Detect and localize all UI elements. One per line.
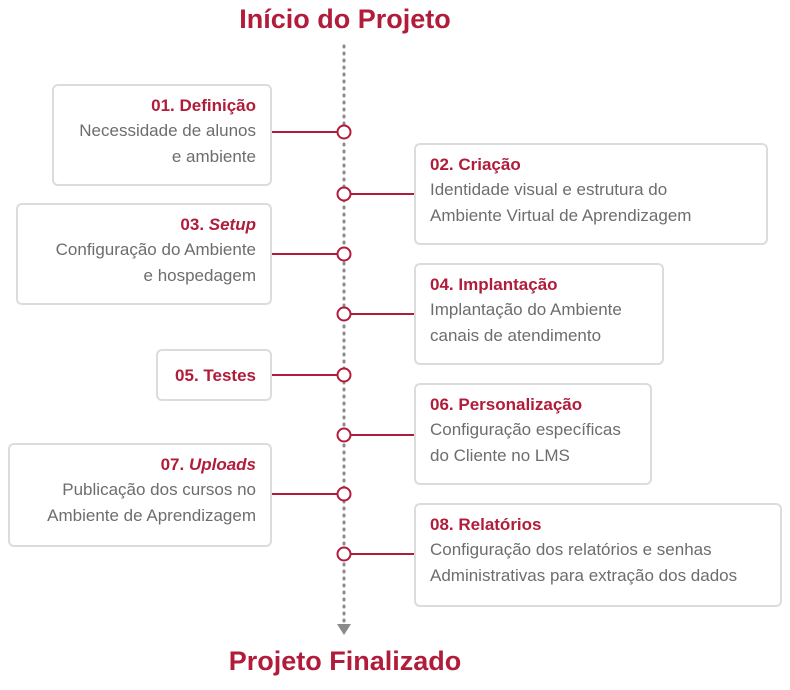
step-node — [336, 546, 352, 562]
step-label: Relatórios — [458, 515, 542, 534]
step-heading: 07. Uploads — [24, 453, 256, 477]
step-description: Necessidade de alunos — [79, 121, 256, 140]
step-description: Configuração específicas — [430, 420, 621, 439]
step-description: e hospedagem — [143, 266, 256, 285]
step-card: 05. Testes — [156, 349, 272, 401]
step-heading: 03. Setup — [32, 213, 256, 237]
step-description: e ambiente — [171, 147, 256, 166]
step-heading: 02. Criação — [430, 153, 752, 177]
step-node — [336, 367, 352, 383]
step-number: 01. — [151, 96, 180, 115]
step-number: 08. — [430, 515, 459, 534]
step-label: Definição — [179, 96, 256, 115]
step-description: Identidade visual e estrutura do — [430, 180, 668, 199]
step-description: canais de atendimento — [430, 326, 602, 345]
step-label: Personalização — [458, 395, 583, 414]
step-number: 04. — [430, 275, 459, 294]
step-number: 05. — [175, 366, 204, 385]
step-node — [336, 186, 352, 202]
start-title: Início do Projeto — [239, 4, 451, 34]
step-description: do Cliente no LMS — [430, 446, 570, 465]
step-node — [336, 427, 352, 443]
step-node — [336, 124, 352, 140]
step-heading: 04. Implantação — [430, 273, 648, 297]
timeline-arrow-icon — [337, 624, 351, 635]
step-description: Ambiente Virtual de Aprendizagem — [430, 206, 692, 225]
step-number: 06. — [430, 395, 459, 414]
step-label: Uploads — [188, 455, 256, 474]
step-label: Testes — [203, 366, 256, 385]
step-description: Administrativas para extração dos dados — [430, 566, 738, 585]
step-number: 02. — [430, 155, 459, 174]
step-heading: 05. Testes — [172, 364, 256, 388]
step-label: Setup — [208, 215, 256, 234]
step-heading: 01. Definição — [68, 94, 256, 118]
step-heading: 08. Relatórios — [430, 513, 766, 537]
step-description: Publicação dos cursos no — [62, 480, 256, 499]
step-description: Configuração dos relatórios e senhas — [430, 540, 712, 559]
step-number: 07. — [160, 455, 189, 474]
step-node — [336, 306, 352, 322]
step-heading: 06. Personalização — [430, 393, 636, 417]
step-number: 03. — [180, 215, 209, 234]
step-description: Ambiente de Aprendizagem — [47, 506, 256, 525]
step-node — [336, 246, 352, 262]
step-label: Implantação — [458, 275, 558, 294]
step-label: Criação — [458, 155, 521, 174]
end-title: Projeto Finalizado — [228, 646, 462, 676]
step-description: Configuração do Ambiente — [55, 240, 256, 259]
step-node — [336, 486, 352, 502]
step-description: Implantação do Ambiente — [430, 300, 622, 319]
